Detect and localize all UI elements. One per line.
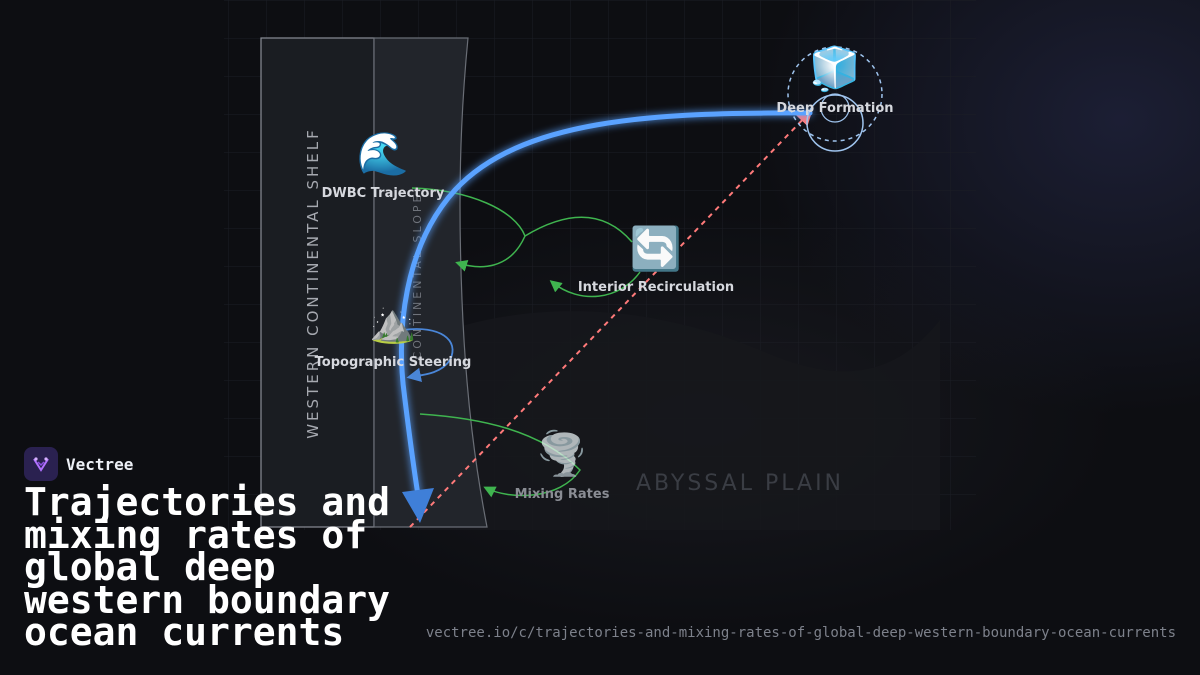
slope-label: CONTINENTAL SLOPE [411,193,424,360]
vectree-logo-icon [24,447,58,481]
main-current-path [399,110,813,498]
abyssal-plain-shape [420,311,940,530]
formation-outer-ring [787,46,883,142]
brand: Vectree [24,447,133,481]
main-current-arrowhead [402,488,434,523]
deep-formation-label: Deep Formation [776,101,894,116]
continental-shelf-region [260,37,375,528]
page-title: Trajectories and mixing rates of global … [24,480,391,654]
abyssal-plain-label: ABYSSAL PLAIN [636,471,844,496]
steering-loop [402,328,454,382]
interior-recirculation-label: Interior Recirculation [577,280,735,295]
mixing-rates-label: Mixing Rates [514,487,610,502]
topographic-steering-label: Topographic Steering [314,355,472,370]
mountain-icon: ⛰️ [369,303,417,345]
tornado-icon: 🌪️ [535,430,589,477]
wave-icon: 🌊 [356,130,410,177]
connector-recirculation-upper [524,216,633,243]
continental-slope-region [373,37,488,528]
formation-link-dashed [409,109,813,528]
shelf-label: WESTERN CONTINENTAL SHELF [304,127,322,439]
formation-inner-ring [806,94,864,152]
counterclockwise-arrows-icon: 🔄 [629,225,683,272]
dwbc-trajectory-label: DWBC Trajectory [321,186,445,201]
brand-name: Vectree [66,454,134,474]
connector-recirculation-loop [549,271,641,298]
ice-cube-icon: 🧊 [808,45,862,92]
connector-mixing-loop [419,413,581,498]
formation-core-ring [820,93,850,123]
page-url[interactable]: vectree.io/c/trajectories-and-mixing-rat… [425,625,1176,641]
